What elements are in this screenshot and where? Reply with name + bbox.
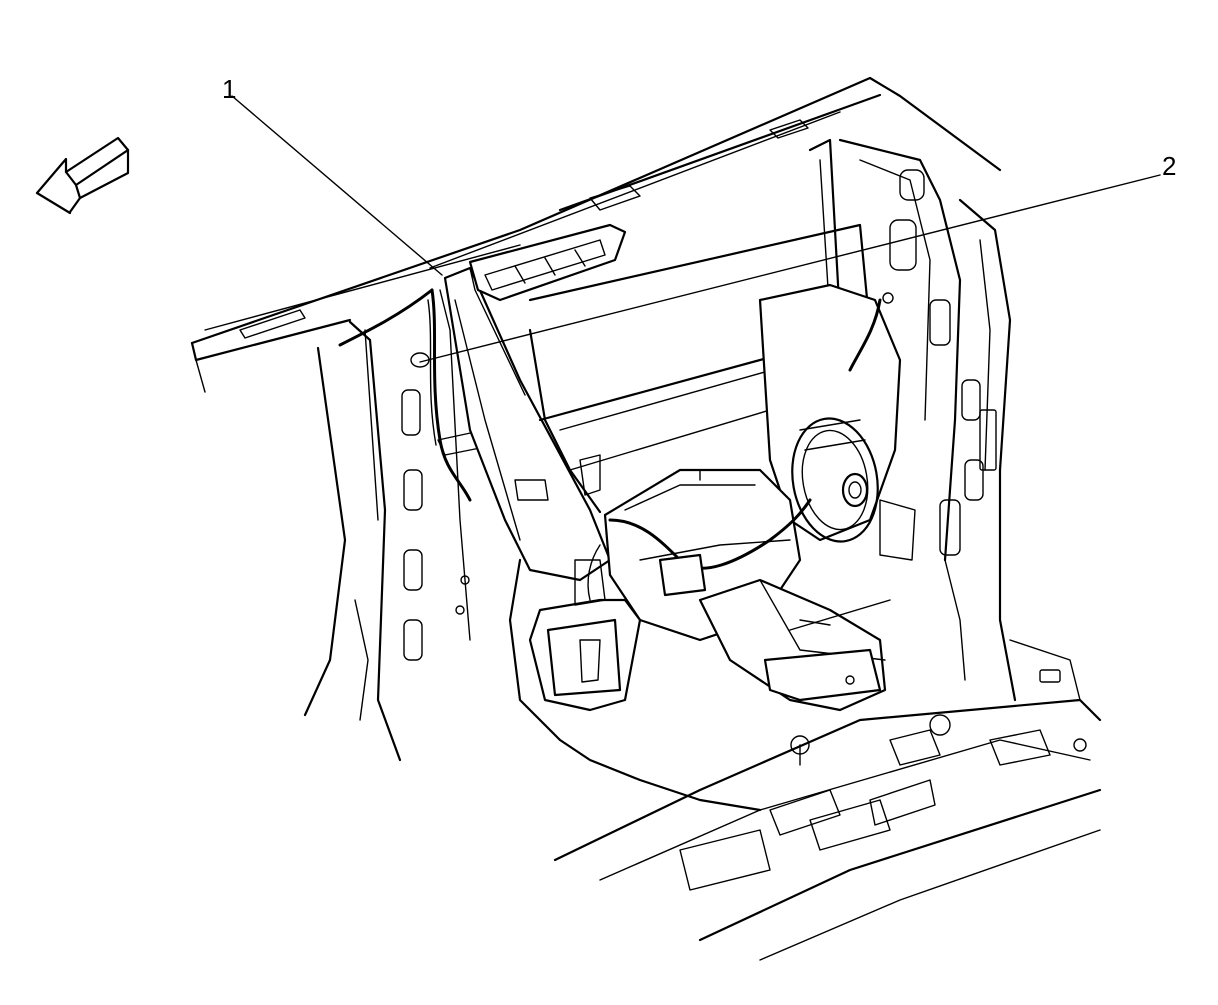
lower-duct-assembly xyxy=(698,578,891,712)
air-duct xyxy=(443,266,612,582)
rear-window-frame xyxy=(528,138,962,562)
floor-duct-outlet xyxy=(528,544,642,712)
roof-rail xyxy=(190,76,1002,393)
left-pillar xyxy=(303,289,471,762)
right-pillar xyxy=(939,198,1017,702)
callout-label-1: 1 xyxy=(222,74,236,104)
upper-vent-outlet xyxy=(468,223,627,302)
floor-panel xyxy=(508,558,1102,961)
callout-leaders xyxy=(231,95,1161,363)
forward-arrow-icon xyxy=(35,136,130,215)
callout-label-2: 2 xyxy=(1162,151,1176,181)
